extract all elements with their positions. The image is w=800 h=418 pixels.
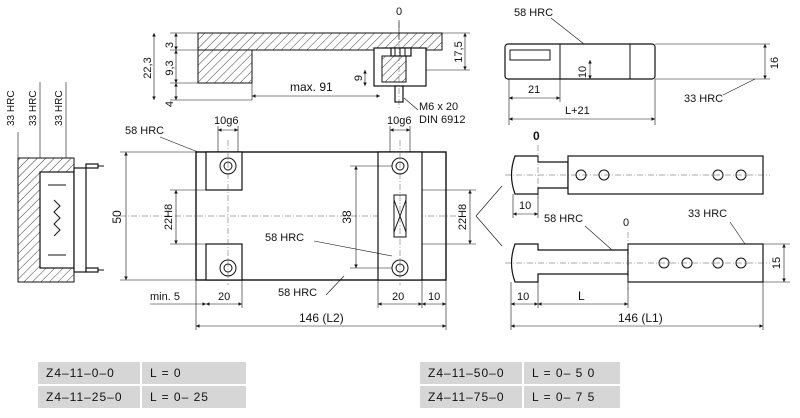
dim-4: 4: [164, 101, 176, 107]
variant-range: L = 0– 5 0: [522, 362, 620, 386]
dim-min-5: min. 5: [150, 291, 180, 303]
label-zero-right-lower: 0: [623, 217, 629, 229]
screw-spec-line1: M6 x 20: [419, 101, 458, 113]
label-58hrc-center-bottom: 58 HRC: [278, 287, 317, 299]
dim-10-center: 10: [428, 291, 440, 303]
label-zero-top: 0: [396, 6, 402, 18]
dim-9: 9: [353, 75, 365, 81]
fit-10g6-right: 10g6: [387, 115, 411, 127]
top-right-side-view: [504, 17, 770, 125]
right-lower-jaw: [505, 221, 790, 330]
dim-21: 21: [528, 84, 540, 96]
variant-range: L = 0– 25: [140, 385, 246, 410]
screw-spec-line2: DIN 6912: [419, 114, 465, 126]
variant-range: L = 0– 7 5: [522, 385, 620, 410]
label-33hrc-top-right: 33 HRC: [684, 93, 723, 105]
dim-3: 3: [164, 42, 176, 48]
dim-max-91: max. 91: [290, 80, 333, 94]
variant-code: Z4–11–75–0: [420, 385, 523, 410]
left-cross-section: [17, 82, 104, 283]
label-33hrc-right-lower: 33 HRC: [688, 208, 727, 220]
dim-15: 15: [771, 257, 783, 269]
label-33hrc-left-3: 33 HRC: [54, 90, 65, 126]
dim-10-right-lower: 10: [517, 291, 529, 303]
dim-17-5: 17,5: [453, 41, 465, 62]
label-zero-bold: 0: [533, 129, 540, 143]
dim-146-L2: 146 (L2): [299, 311, 344, 325]
dim-9-3: 9,3: [164, 60, 176, 75]
top-section-view: [152, 20, 470, 111]
fit-10g6-left: 10g6: [214, 115, 238, 127]
label-58hrc-top-right: 58 HRC: [514, 7, 553, 19]
dim-20-right: 20: [392, 291, 404, 303]
dim-10-top-right: 10: [577, 66, 589, 78]
fit-22H8-right: 22H8: [457, 204, 469, 230]
table-row: Z4–11–50–0 L = 0– 5 0: [420, 362, 620, 386]
label-58hrc-center-top: 58 HRC: [125, 125, 164, 137]
dim-20-left: 20: [218, 291, 230, 303]
label-58hrc-right-lower: 58 HRC: [544, 213, 583, 225]
table-row: Z4–11–0–0 L = 0: [38, 362, 246, 386]
dim-L-plus-21: L+21: [565, 105, 590, 117]
dim-10-right-upper: 10: [519, 200, 531, 212]
center-plan-view: [120, 126, 503, 330]
dim-146-L1: 146 (L1): [618, 311, 663, 325]
variant-code: Z4–11–50–0: [420, 362, 523, 386]
variant-code: Z4–11–25–0: [38, 385, 141, 410]
dim-50: 50: [110, 210, 124, 224]
dim-38: 38: [340, 210, 354, 224]
variant-table-left: Z4–11–0–0 L = 0 Z4–11–25–0 L = 0– 25: [38, 362, 246, 410]
right-upper-jaw: [505, 145, 770, 218]
label-58hrc-center-mid: 58 HRC: [265, 232, 304, 244]
variant-range: L = 0: [140, 362, 246, 386]
table-row: Z4–11–25–0 L = 0– 25: [38, 385, 246, 410]
variant-table-right: Z4–11–50–0 L = 0– 5 0 Z4–11–75–0 L = 0– …: [420, 362, 620, 410]
label-33hrc-left-2: 33 HRC: [28, 90, 39, 126]
label-33hrc-left-1: 33 HRC: [6, 90, 17, 126]
table-row: Z4–11–75–0 L = 0– 7 5: [420, 385, 620, 410]
dim-22-3: 22,3: [142, 57, 154, 78]
dim-16: 16: [769, 57, 781, 69]
dim-L: L: [578, 289, 585, 303]
variant-code: Z4–11–0–0: [38, 362, 141, 386]
fit-22H8-left: 22H8: [163, 204, 175, 230]
